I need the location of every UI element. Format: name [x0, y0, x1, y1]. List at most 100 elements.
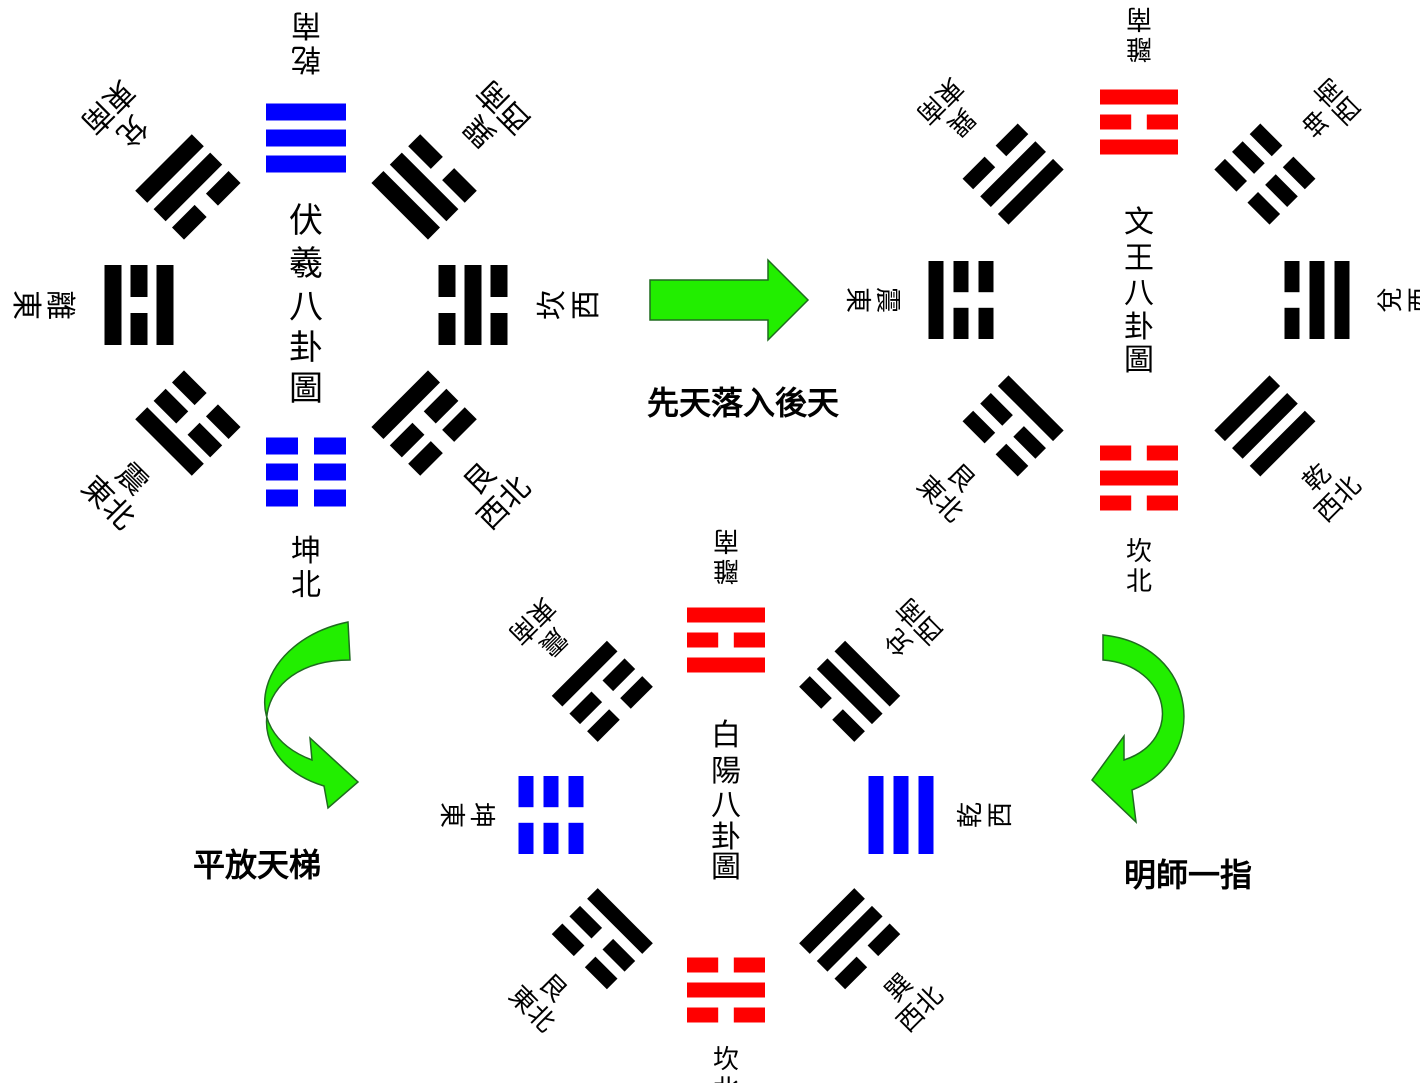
baiyang-trigram-right — [868, 776, 934, 854]
yin-line-right — [953, 260, 969, 293]
yin-line-left — [442, 407, 477, 442]
yin-line-right — [130, 265, 148, 297]
trigram-name: 離 — [713, 555, 739, 585]
yang-line — [687, 607, 765, 623]
fuxi-label-bottom: 坤北 — [291, 534, 321, 603]
curved-arrow-right-icon — [1091, 634, 1185, 824]
yin-line-right — [568, 775, 584, 808]
caption-pingfang-tianti: 平放天梯 — [193, 846, 321, 884]
baiyang-label-top-right: 兌西南 — [879, 592, 949, 662]
wenwang-title-char: 卦 — [1124, 310, 1154, 345]
yin-line-left — [569, 691, 603, 725]
yin-line-left — [1284, 261, 1300, 293]
yin-line-left — [314, 463, 346, 481]
fuxi-label-left: 離東 — [8, 290, 77, 320]
wenwang-trigram-bottom-right — [1214, 375, 1316, 477]
yin-line-left — [314, 437, 346, 455]
wenwang-bagua: 離南坤西南兌西乾西北坎北艮東北震東巽東南 — [842, 3, 1420, 597]
yang-line — [918, 776, 934, 854]
yang-line — [1249, 410, 1316, 477]
wenwang-trigram-top-left — [962, 123, 1064, 225]
baiyang-label-top-left: 震東南 — [503, 592, 573, 662]
yin-line-right — [1247, 191, 1281, 225]
trigram-direction: 南 — [713, 525, 739, 555]
trigram-layer: 乾南巽西南坎西艮西北坤北震東北離東兌東南離南坤西南兌西乾西北坎北艮東北震東巽東南… — [8, 3, 1420, 1083]
yang-line — [980, 141, 1046, 207]
wenwang-trigram-top — [1100, 89, 1178, 155]
yin-line-right — [733, 632, 765, 648]
yin-line-right — [408, 441, 443, 476]
baiyang-title: 白 陽 八 卦 圖 — [711, 718, 741, 885]
yin-line-right — [620, 676, 653, 709]
yang-line — [104, 265, 122, 345]
baiyang-trigram-bottom — [687, 957, 765, 1023]
yin-line-left — [568, 822, 584, 854]
fuxi-trigram-right — [438, 265, 508, 345]
yin-line-left — [423, 388, 459, 424]
wenwang-label-bottom: 坎北 — [1126, 537, 1152, 597]
baiyang-label-left: 坤東 — [436, 802, 496, 828]
yin-line-right — [1146, 114, 1178, 130]
yin-line-right — [389, 422, 425, 458]
yin-line-left — [314, 489, 346, 507]
yin-line-left — [687, 632, 719, 648]
yang-line — [135, 134, 204, 203]
yin-line-right — [602, 658, 636, 692]
fuxi-title-char: 卦 — [289, 328, 323, 368]
trigram-direction: 南 — [1126, 3, 1152, 33]
fuxi-trigram-bottom — [266, 437, 346, 507]
yin-line-right — [980, 393, 1013, 426]
trigram-name: 乾 — [291, 41, 321, 76]
yin-line-right — [266, 489, 298, 507]
fuxi-title-char: 羲 — [289, 244, 323, 284]
fuxi-trigram-bottom-right — [371, 370, 477, 476]
yin-line-right — [1100, 495, 1132, 511]
yang-line — [799, 888, 865, 954]
fuxi-title-char: 圖 — [289, 369, 323, 409]
yang-line — [1309, 261, 1325, 339]
yin-line-right — [995, 123, 1029, 157]
fuxi-bagua: 乾南巽西南坎西艮西北坤北震東北離東兌東南 — [8, 7, 604, 603]
yin-line-left — [490, 265, 508, 297]
yin-line-left — [408, 134, 443, 169]
trigram-name: 離 — [1126, 33, 1152, 63]
fuxi-trigram-top-right — [371, 134, 477, 240]
yin-line-right — [171, 370, 207, 406]
yin-line-left — [438, 265, 456, 297]
yin-line-left — [587, 709, 620, 742]
yang-line — [371, 370, 441, 440]
curved-arrow-left-icon — [264, 621, 360, 810]
baiyang-label-top: 離南 — [713, 525, 739, 585]
wenwang-label-left: 震東 — [842, 287, 902, 313]
yin-line-right — [978, 260, 994, 293]
trigram-direction: 西 — [986, 802, 1016, 828]
yang-line — [1232, 393, 1298, 459]
yin-line-right — [438, 313, 456, 345]
yin-line-left — [1232, 141, 1265, 174]
wenwang-title-char: 文 — [1124, 205, 1154, 240]
fuxi-title-char: 八 — [289, 287, 323, 327]
trigram-direction: 西 — [569, 290, 604, 320]
trigram-name: 坎 — [535, 290, 570, 320]
yin-line-right — [205, 170, 241, 206]
yin-line-left — [518, 822, 534, 854]
fuxi-label-top-right: 巽西南 — [457, 73, 538, 154]
baiyang-title-char: 陽 — [711, 754, 741, 789]
yin-line-right — [569, 905, 603, 939]
fuxi-title-char: 伏 — [289, 201, 323, 241]
baiyang-label-right: 乾西 — [956, 802, 1016, 828]
baiyang-label-bottom-left: 艮東北 — [503, 968, 573, 1038]
yin-line-right — [687, 957, 719, 973]
trigram-name: 離 — [42, 290, 77, 320]
yang-line — [834, 640, 901, 707]
trigram-direction: 北 — [1126, 567, 1152, 597]
yin-line-right — [832, 709, 865, 742]
baiyang-trigram-bottom-left — [551, 888, 653, 990]
fuxi-label-top-left: 兌東南 — [74, 73, 155, 154]
caption-xiantian-to-houtian: 先天落入後天 — [647, 384, 839, 422]
yin-line-left — [953, 307, 969, 339]
trigram-name: 坤 — [291, 534, 321, 569]
fuxi-trigram-bottom-left — [135, 370, 241, 476]
yin-line-left — [733, 1007, 765, 1023]
